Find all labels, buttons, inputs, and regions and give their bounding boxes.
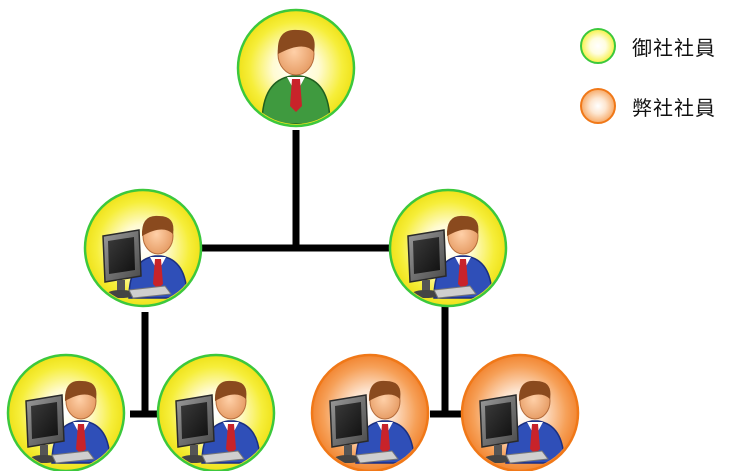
monitor-screen <box>485 402 512 439</box>
node-mid-left <box>83 188 203 308</box>
node-bottom-3 <box>310 353 430 471</box>
keyboard <box>51 450 95 464</box>
node-bottom-2 <box>156 353 276 471</box>
worker-at-computer-icon <box>25 380 111 464</box>
monitor-screen <box>413 237 440 274</box>
worker-at-computer-icon <box>479 380 565 464</box>
hair <box>214 380 247 401</box>
monitor-screen <box>181 402 208 439</box>
node-top-manager <box>236 8 356 128</box>
necktie <box>380 424 390 454</box>
legend-label-client: 御社社員 <box>632 35 716 60</box>
legend-swatch-ours <box>580 88 616 124</box>
node-mid-right <box>388 188 508 308</box>
keyboard <box>128 285 172 299</box>
keyboard <box>201 450 245 464</box>
monitor-stand <box>117 280 125 292</box>
monitor-screen <box>335 402 362 439</box>
monitor-stand <box>40 445 48 457</box>
hair <box>141 215 174 236</box>
necktie <box>76 424 86 454</box>
manager-icon <box>261 29 331 124</box>
node-bottom-1 <box>6 353 126 471</box>
node-bottom-4 <box>460 353 580 471</box>
necktie <box>530 424 540 454</box>
necktie <box>290 79 302 112</box>
necktie <box>226 424 236 454</box>
legend-item-client: 御社社員 <box>580 26 716 66</box>
monitor-stand <box>494 445 502 457</box>
necktie <box>458 259 468 289</box>
monitor-screen <box>31 402 58 439</box>
hair <box>368 380 401 401</box>
hair <box>518 380 551 401</box>
connector-lines <box>130 130 462 418</box>
legend-swatch-client <box>580 28 616 64</box>
hair <box>277 29 315 54</box>
monitor-stand <box>190 445 198 457</box>
worker-at-computer-icon <box>175 380 261 464</box>
legend-item-ours: 弊社社員 <box>580 86 716 126</box>
necktie <box>153 259 163 289</box>
keyboard <box>355 450 399 464</box>
keyboard <box>505 450 549 464</box>
monitor-stand <box>422 280 430 292</box>
worker-at-computer-icon <box>329 380 415 464</box>
legend-label-ours: 弊社社員 <box>632 95 716 120</box>
keyboard <box>433 285 477 299</box>
monitor-stand <box>344 445 352 457</box>
hair <box>446 215 479 236</box>
worker-at-computer-icon <box>102 215 188 299</box>
hair <box>64 380 97 401</box>
monitor-screen <box>108 237 135 274</box>
worker-at-computer-icon <box>407 215 493 299</box>
